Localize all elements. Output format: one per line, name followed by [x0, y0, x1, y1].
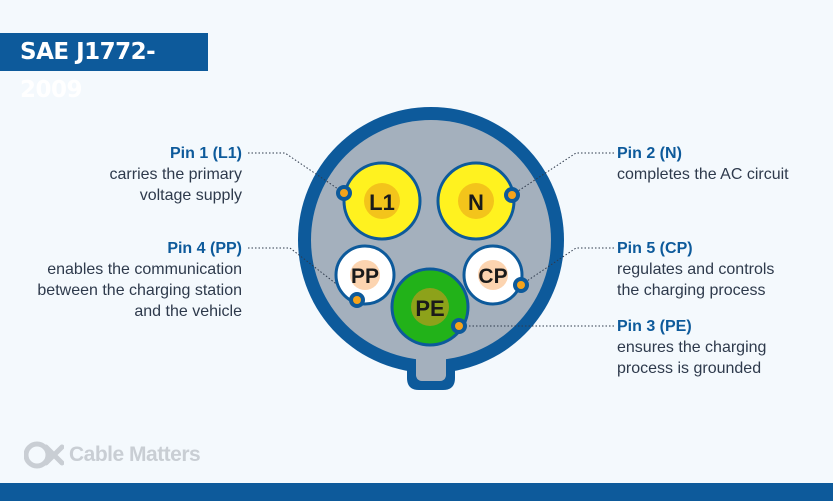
pin-l1-label: L1 [369, 190, 395, 215]
pin-pp-core [350, 260, 380, 290]
callout-pin-pp-heading: Pin 4 (PP) [167, 240, 242, 257]
callout-pin-n-heading: Pin 2 (N) [617, 145, 682, 162]
latch-tab-inner-mask [416, 340, 446, 381]
marker-dots [336, 185, 529, 334]
marker-dot-pe [451, 318, 467, 334]
pin-n: N [436, 161, 516, 241]
callout-pin-pp-description: enables the communication between the ch… [37, 261, 242, 320]
callout-pin-pe-heading: Pin 3 (PE) [617, 318, 692, 335]
callout-pin-pe: Pin 3 (PE) ensures the charging process … [617, 316, 766, 379]
callout-pin-cp-heading: Pin 5 (CP) [617, 240, 693, 257]
pin-pe-core [411, 288, 449, 326]
bottom-bar [0, 483, 833, 501]
pin-pp: PP [334, 244, 396, 306]
connector-face [298, 107, 564, 390]
pin-n-label: N [468, 190, 484, 215]
callout-pin-n: Pin 2 (N) completes the AC circuit [617, 143, 789, 185]
pin-cp: CP [462, 244, 524, 306]
pin-cp-core [478, 260, 508, 290]
callout-pin-n-description: completes the AC circuit [617, 166, 789, 183]
callout-pin-l1-description: carries the primary voltage supply [109, 166, 242, 204]
callout-pin-l1-heading: Pin 1 (L1) [169, 145, 242, 162]
callout-pin-cp-description: regulates and controls the charging proc… [617, 261, 775, 299]
pin-l1: L1 [342, 161, 422, 241]
pin-n-core [458, 183, 494, 219]
marker-dot-cp [513, 277, 529, 293]
leader-line-pp [248, 247, 358, 301]
callout-pin-l1: Pin 1 (L1) carries the primary voltage s… [110, 143, 242, 206]
brand-logo: Cable Matters [24, 440, 201, 470]
leader-line-l1 [248, 152, 345, 194]
pin-pp-label: PP [351, 265, 379, 288]
diagram-title: SAE J1772-2009 [20, 39, 156, 103]
pin-pe: PE [390, 267, 470, 347]
callout-pin-cp: Pin 5 (CP) regulates and controls the ch… [617, 238, 774, 301]
pin-l1-core [364, 183, 400, 219]
callout-pin-pp: Pin 4 (PP) enables the communication bet… [37, 238, 242, 322]
brand-name: Cable Matters [69, 443, 201, 466]
marker-dot-n [504, 187, 520, 203]
marker-dot-l1 [336, 185, 352, 201]
pin-cp-label: CP [478, 265, 507, 288]
leader-lines [248, 152, 614, 327]
brand-logo-icon [24, 441, 64, 469]
marker-dot-pp [349, 292, 365, 308]
pin-pe-label: PE [415, 296, 444, 321]
title-banner: SAE J1772-2009 [0, 33, 208, 103]
callout-pin-pe-description: ensures the charging process is grounded [617, 339, 767, 377]
